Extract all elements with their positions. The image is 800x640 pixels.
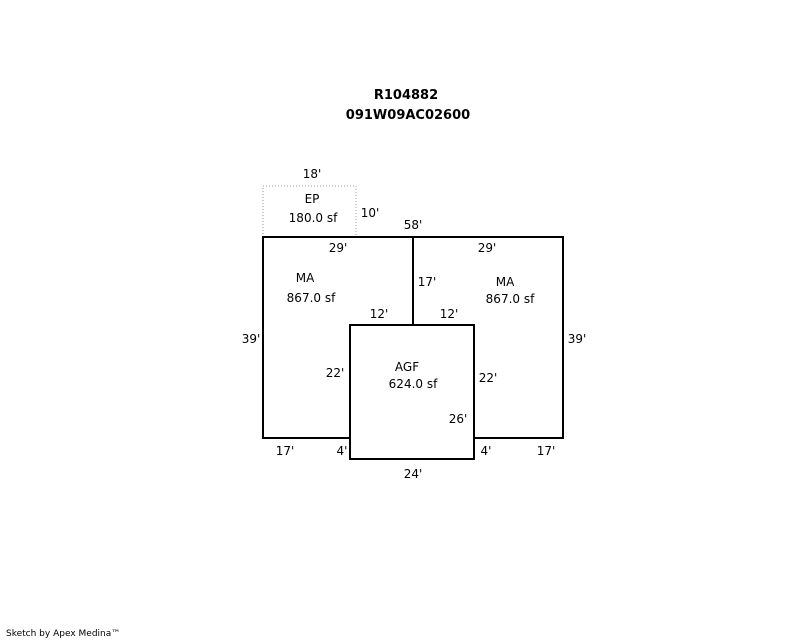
sketch-credit: Sketch by Apex Medina™ [6,629,120,639]
agf-left-dimension: 22' [326,366,345,380]
overall-top-dimension: 58' [404,218,423,232]
agf-right-dimension: 22' [479,371,498,385]
agf-outline [349,324,475,460]
ep-code-label: EP [305,192,320,206]
agf-code-label: AGF [395,360,419,374]
ma-right-code-label: MA [496,275,515,289]
ma-left-top-dimension: 29' [329,241,348,255]
agf-top-right-dimension: 12' [440,307,459,321]
right-ma-wall [413,236,564,439]
agf-inner-dimension: 26' [449,412,468,426]
ep-top-dimension: 18' [303,167,322,181]
ep-right-dimension: 10' [361,206,380,220]
agf-top-left-dimension: 12' [370,307,389,321]
ma-right-top-dimension: 29' [478,241,497,255]
step-right-dimension: 4' [481,444,492,458]
right-side-dimension: 39' [568,332,587,346]
ma-left-area-label: 867.0 sf [287,291,336,305]
left-ma-wall [262,236,413,439]
ep-area-label: 180.0 sf [289,211,338,225]
agf-bottom-dimension: 24' [404,467,423,481]
ma-left-code-label: MA [296,271,315,285]
bottom-right-dimension: 17' [537,444,556,458]
step-left-dimension: 4' [337,444,348,458]
ma-right-area-label: 867.0 sf [486,292,535,306]
agf-area-label: 624.0 sf [389,377,438,391]
bottom-left-dimension: 17' [276,444,295,458]
center-divider-dimension: 17' [418,275,437,289]
left-side-dimension: 39' [242,332,261,346]
parcel-id: R104882 [374,88,438,103]
map-number: 091W09AC02600 [346,108,470,123]
